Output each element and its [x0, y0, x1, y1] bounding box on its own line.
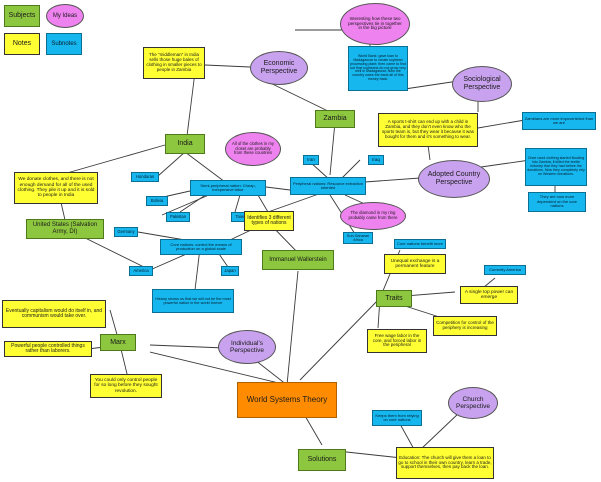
note-tshirt: A sports t-shirt can end up with a child…: [378, 113, 478, 147]
idea-ring: The diamond in my ring probably came fro…: [340, 202, 406, 230]
note-capitalism: Eventually capitalism would do itself in…: [2, 300, 106, 328]
edge: [329, 121, 336, 176]
idea-interesting: Interesting how these two perspectives t…: [340, 3, 410, 45]
note-currently-america: Currently America: [484, 265, 526, 275]
edge: [254, 359, 288, 386]
note-powerful-people: Powerful people controlled things rather…: [4, 341, 92, 357]
edge: [59, 144, 166, 176]
adopted-country-perspective: Adopted Country Perspective: [418, 160, 490, 198]
edge: [427, 144, 431, 161]
note-history: History shows us that we will not be the…: [152, 289, 234, 313]
edge: [149, 351, 288, 386]
subject-immanuel-wallerstein: Immanuel Wallerstein: [262, 250, 334, 270]
world-systems-theory: World Systems Theory: [237, 382, 337, 418]
edge: [194, 247, 201, 291]
edge: [419, 411, 461, 451]
note-identifies: Identifies 3 different types of nations: [244, 211, 294, 231]
country-america: America: [129, 266, 153, 276]
country-germany: Germany: [114, 227, 138, 237]
legend-my-ideas: My Ideas: [46, 4, 84, 28]
economic-perspective: Economic Perspective: [250, 51, 308, 85]
note-core-benefit: Core nations benefit more: [394, 239, 446, 249]
edge: [339, 159, 361, 181]
subject-traits: Traits: [376, 290, 412, 307]
note-peripheral: Peripheral nations: Resource extraction …: [290, 177, 366, 195]
note-semi-peripheral: Semi-peripheral nation: Cheap, inexpensi…: [190, 180, 266, 196]
legend-subjects: Subjects: [4, 5, 40, 27]
edge: [286, 270, 299, 386]
edge: [184, 151, 226, 183]
edge: [364, 177, 421, 183]
note-zambians: Zambians are more impoverished than we a…: [522, 112, 596, 130]
note-competition: Competition for control of the periphery…: [433, 316, 497, 336]
note-world-bank: World Bank: gave loan to Madagascar to c…: [348, 46, 408, 91]
subject-india: India: [165, 134, 205, 154]
individuals-perspective: Individual's Perspective: [218, 330, 276, 364]
note-unequal-exchange: Unequal exchange is a permanent feature: [384, 254, 446, 274]
note-dependent: They are now more dependent on the core …: [528, 192, 586, 212]
church-perspective: Church Perspective: [448, 387, 498, 419]
legend-notes: Notes: [4, 33, 40, 55]
edge: [299, 297, 381, 381]
country-japan: Japan: [221, 266, 239, 276]
note-keeps-them: Keeps them from relying on core nations: [372, 410, 422, 426]
note-single-top-power: A single top power can emerge: [460, 286, 518, 304]
subject-marx: Marx: [100, 334, 136, 351]
note-control-people: You could only control people for so lon…: [90, 374, 162, 398]
note-once-used: Once used clothing started flooding into…: [525, 148, 587, 186]
note-education: Education: The church will give them a l…: [396, 447, 494, 479]
country-pakistan: Pakistan: [166, 212, 190, 222]
sociological-perspective: Sociological Perspective: [452, 66, 512, 102]
edge: [157, 151, 186, 177]
edge: [149, 344, 226, 349]
edge: [477, 119, 526, 129]
note-iraq: Iraq: [368, 155, 384, 165]
subject-solutions: Solutions: [298, 449, 346, 471]
note-core-nations: Core nations: control the means of produ…: [160, 239, 242, 255]
note-iran: Iran: [303, 155, 319, 165]
note-donated: We donate clothes, and there is not enou…: [14, 172, 98, 204]
edge: [137, 231, 186, 241]
country-bolivia: Bolivia: [146, 196, 168, 206]
subject-united-states: United States (Salvation Army, DI): [26, 219, 104, 239]
idea-clothes-closet: All of the clothes in my closet are prob…: [225, 132, 281, 166]
note-middleman: The "middleman" in India sells those hug…: [143, 47, 205, 79]
subject-zambia: Zambia: [315, 110, 355, 128]
note-sub-saharan: Sub-Saharan Africa: [343, 232, 373, 244]
edge: [234, 194, 241, 213]
country-honduras: Honduras: [131, 172, 159, 182]
edge: [204, 64, 251, 68]
legend-subnotes: Subnotes: [46, 33, 82, 55]
note-free-wage: Free wage labor in the core, and forced …: [367, 329, 427, 353]
